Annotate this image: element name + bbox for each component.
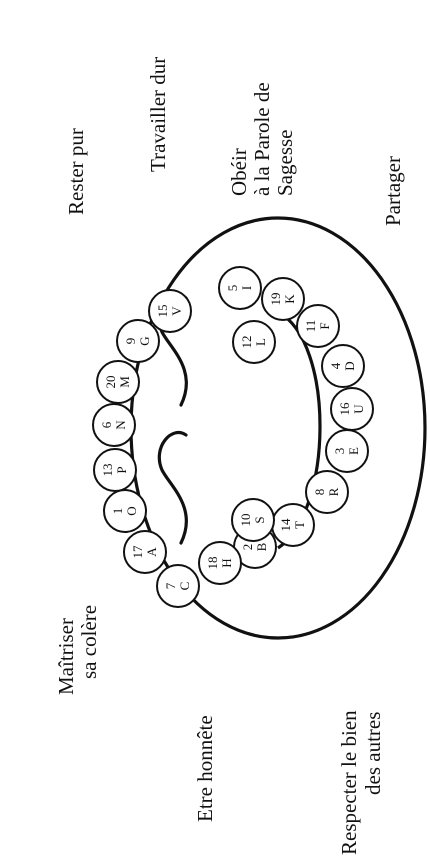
token-letter: U xyxy=(351,404,366,414)
label-obeir: Obéir à la Parole de Sagesse xyxy=(227,82,297,196)
token-letter: L xyxy=(253,338,268,346)
token-letter: I xyxy=(239,286,254,290)
token-letter: S xyxy=(252,516,267,523)
token-number: 4 xyxy=(328,362,343,369)
token-number: 13 xyxy=(100,464,115,477)
label-respecter: Respecter le bien des autres xyxy=(337,710,385,855)
label-respecter-line1: Respecter le bien xyxy=(337,710,361,855)
token-letter: M xyxy=(117,376,132,388)
label-honnete: Etre honnête xyxy=(193,715,217,822)
token-number: 17 xyxy=(130,545,145,559)
token-letter: T xyxy=(292,521,307,529)
token-number: 8 xyxy=(312,489,327,496)
token-letter: V xyxy=(169,306,184,316)
label-respecter-line2: des autres xyxy=(361,712,385,795)
token-letter: G xyxy=(137,336,152,345)
label-travailler-line1: Travailler dur xyxy=(146,57,170,172)
token-number: 19 xyxy=(268,293,283,306)
token-number: 16 xyxy=(337,402,352,416)
token-letter: P xyxy=(114,466,129,473)
token-number: 14 xyxy=(278,518,293,532)
label-obeir-line2: à la Parole de xyxy=(250,82,274,196)
token-number: 12 xyxy=(239,336,254,349)
token-number: 5 xyxy=(225,285,240,292)
token-letter: C xyxy=(177,582,192,591)
label-obeir-line3: Sagesse xyxy=(273,130,297,197)
label-travailler: Travailler dur xyxy=(146,57,170,172)
token-letter: K xyxy=(282,294,297,304)
token-number: 15 xyxy=(155,305,170,318)
token-number: 10 xyxy=(238,514,253,527)
token-letter: E xyxy=(346,447,361,455)
left-eye-wave xyxy=(159,433,186,543)
label-rester-pur-line1: Rester pur xyxy=(64,128,88,215)
token-number: 20 xyxy=(103,376,118,389)
token-number: 9 xyxy=(123,338,138,345)
token-number: 18 xyxy=(205,557,220,570)
token-letter: F xyxy=(317,322,332,329)
token-number: 3 xyxy=(332,448,347,455)
token-number: 2 xyxy=(240,544,255,551)
label-rester-pur: Rester pur xyxy=(64,128,88,215)
label-maitriser: Maîtriser sa colère xyxy=(54,605,101,695)
token-number: 1 xyxy=(110,508,125,515)
label-partager-line1: Partager xyxy=(381,156,405,226)
token-letter: B xyxy=(254,542,269,551)
label-maitriser-line2: sa colère xyxy=(77,605,101,679)
token-number: 6 xyxy=(99,421,114,428)
label-obeir-line1: Obéir xyxy=(227,148,251,196)
token-letter: N xyxy=(113,420,128,430)
label-maitriser-line1: Maîtriser xyxy=(54,618,78,695)
token-letter: A xyxy=(144,547,159,557)
label-honnete-line1: Etre honnête xyxy=(193,715,217,822)
token-letter: R xyxy=(326,487,341,496)
token-number: 7 xyxy=(163,582,178,589)
token-letter: H xyxy=(219,558,234,567)
token-letter: O xyxy=(124,506,139,515)
label-partager: Partager xyxy=(381,156,405,226)
token-letter: D xyxy=(342,361,357,370)
token-number: 11 xyxy=(303,320,318,333)
